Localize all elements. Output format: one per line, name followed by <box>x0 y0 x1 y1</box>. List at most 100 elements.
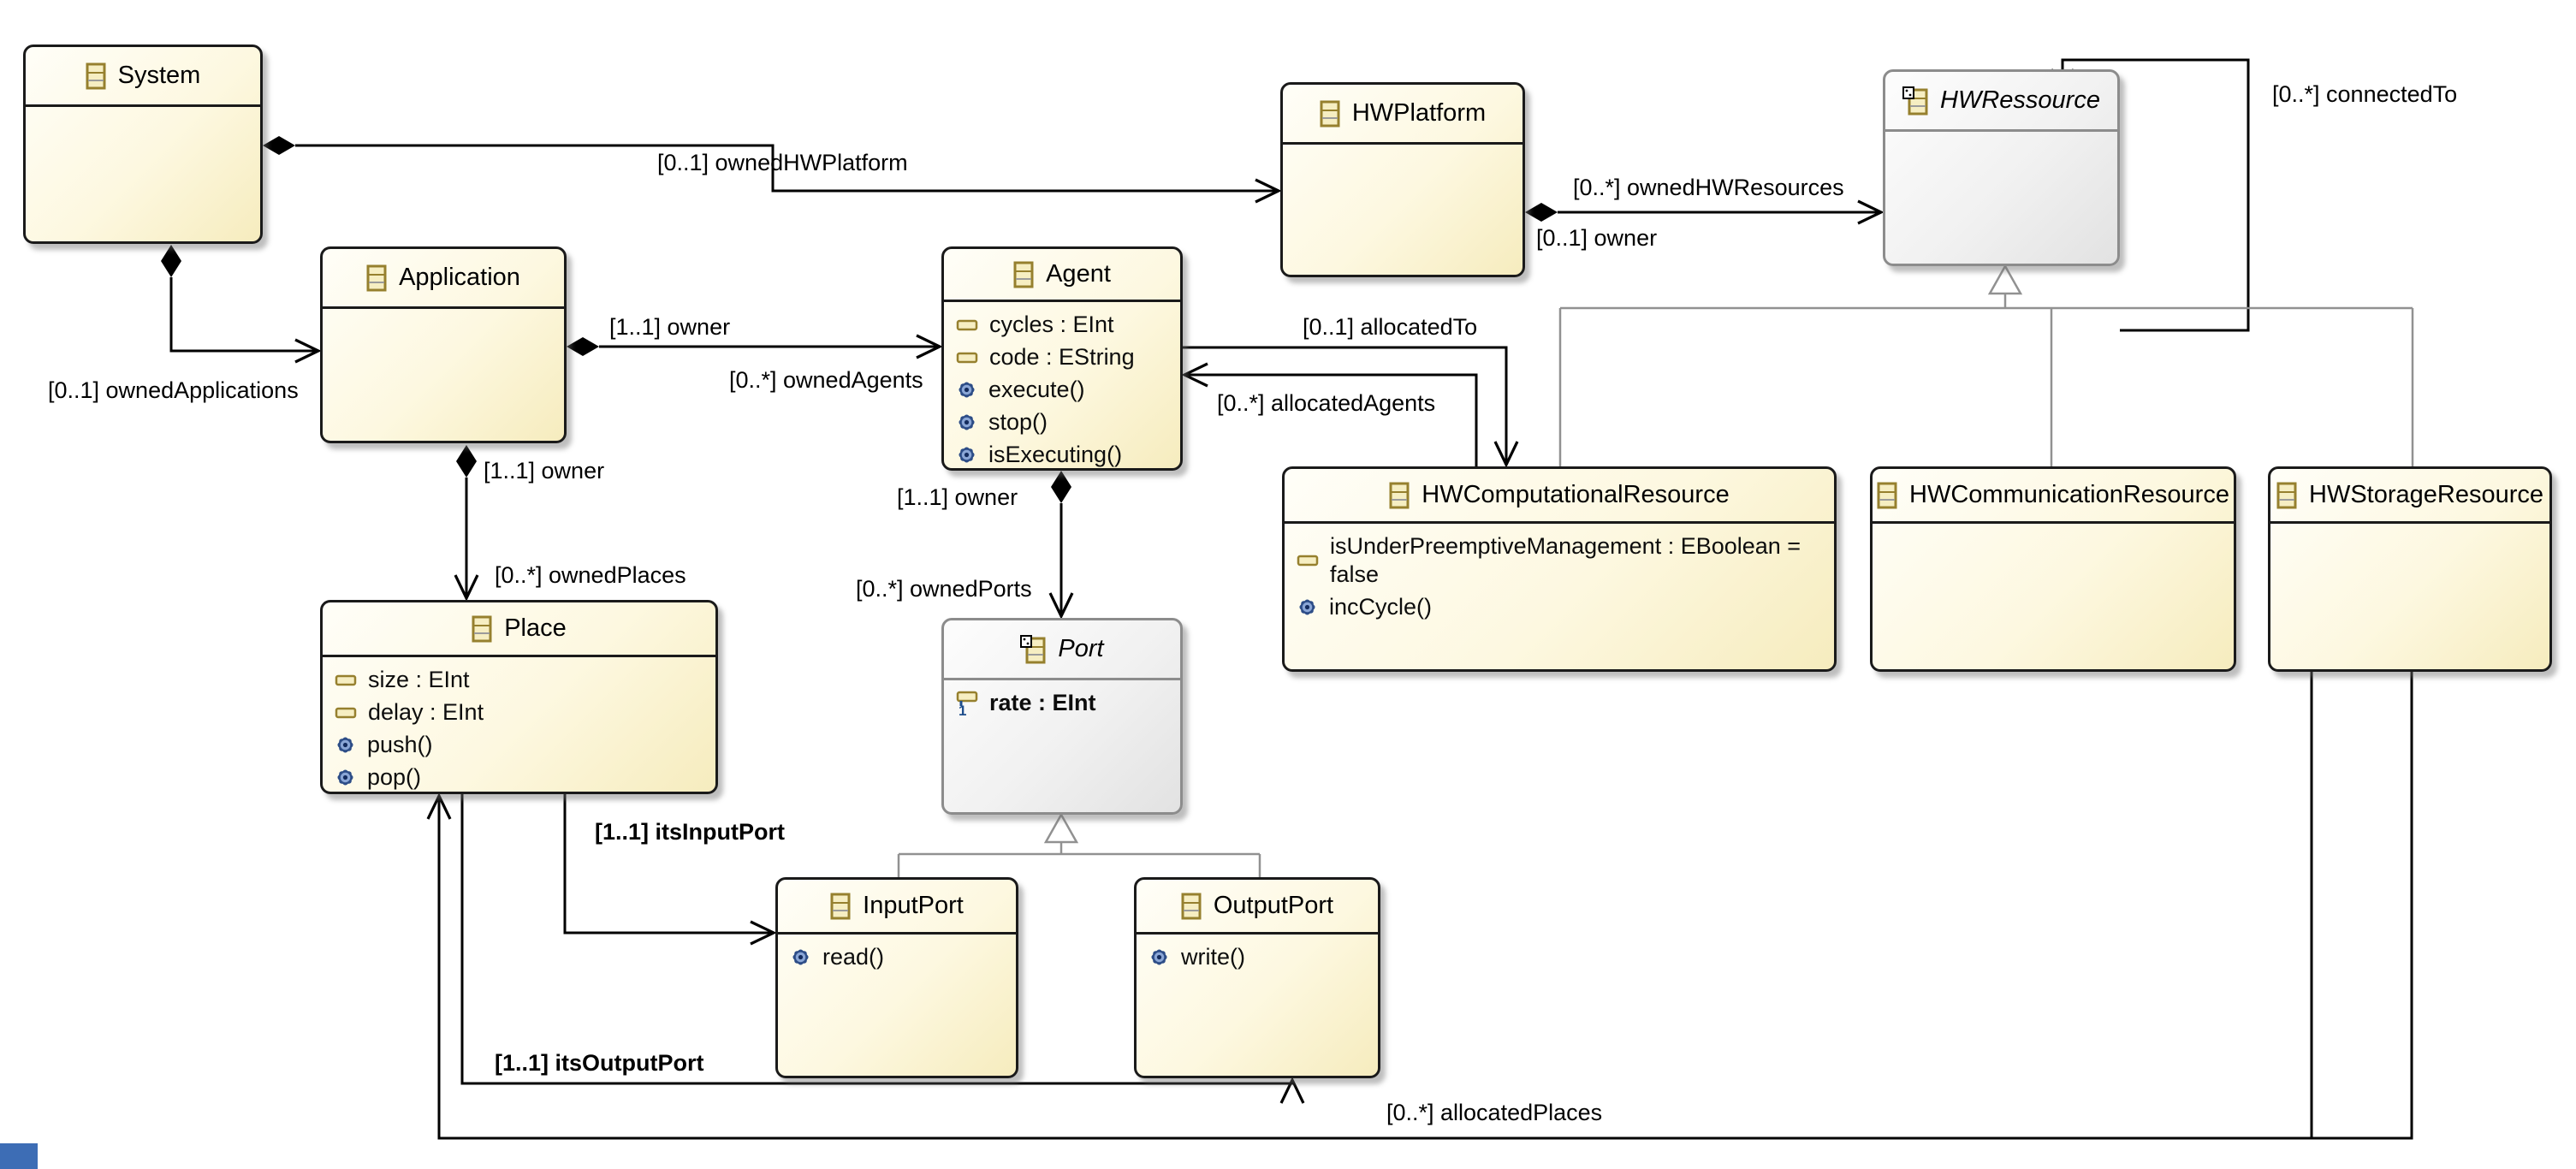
edge-owned-ports[interactable] <box>1048 471 1074 620</box>
operation-row[interactable]: incCycle() <box>1297 593 1825 621</box>
eclass-icon <box>366 264 387 292</box>
operation-row[interactable]: isExecuting() <box>956 441 1172 469</box>
containment-diamond <box>263 136 295 155</box>
operation-text: write() <box>1181 944 1245 970</box>
class-port[interactable]: Port 1 rate : EInt <box>941 618 1183 815</box>
class-header: HWCommunicationResource <box>1873 469 2234 524</box>
class-place[interactable]: Place size : EInt delay : EInt push() po… <box>320 600 718 794</box>
attribute-text: delay : EInt <box>368 699 484 725</box>
operation-row[interactable]: write() <box>1149 943 1369 971</box>
edge-label-owner-application[interactable]: [1..1] owner <box>609 314 731 340</box>
class-header: HWStorageResource <box>2270 469 2549 524</box>
edge-label-allocated-agents[interactable]: [0..*] allocatedAgents <box>1217 390 1436 416</box>
class-header: OutputPort <box>1137 880 1378 935</box>
edge-label-owned-ports[interactable]: [0..*] ownedPorts <box>856 576 1032 602</box>
operation-gear-icon <box>956 379 977 401</box>
operation-row[interactable]: execute() <box>956 376 1172 404</box>
attribute-row[interactable]: isUnderPreemptiveManagement : EBoolean =… <box>1297 532 1825 589</box>
edge-allocated-agents[interactable] <box>1181 362 1478 466</box>
edge-label-allocated-places[interactable]: [0..*] allocatedPlaces <box>1386 1100 1603 1125</box>
class-body: size : EInt delay : EInt push() pop() <box>323 657 715 797</box>
edge-label-owner-place[interactable]: [1..1] owner <box>484 458 605 484</box>
edge-label-owned-places[interactable]: [0..*] ownedPlaces <box>495 562 686 588</box>
class-application[interactable]: Application <box>320 246 567 443</box>
edge-label-its-output-port[interactable]: [1..1] itsOutputPort <box>495 1050 704 1076</box>
class-header: HWComputationalResource <box>1285 469 1834 524</box>
class-hwcommunicationresource[interactable]: HWCommunicationResource <box>1870 466 2236 672</box>
class-name: HWComputationalResource <box>1422 481 1730 508</box>
class-hwstorageresource[interactable]: HWStorageResource <box>2268 466 2552 672</box>
generalization-port[interactable] <box>897 812 1261 877</box>
edge-its-output-port[interactable] <box>460 794 1305 1104</box>
abstract-eclass-icon <box>1902 86 1928 116</box>
edge-label-owner-port[interactable]: [1..1] owner <box>897 484 1018 510</box>
operation-row[interactable]: push() <box>335 731 707 759</box>
eclass-icon <box>1320 100 1340 128</box>
class-name: OutputPort <box>1213 892 1334 919</box>
attribute-row[interactable]: 1 rate : EInt <box>956 689 1172 717</box>
class-agent[interactable]: Agent cycles : EInt code : EString execu… <box>941 246 1183 471</box>
class-body <box>1283 145 1522 275</box>
edge-label-owned-hwplatform[interactable]: [0..1] ownedHWPlatform <box>657 150 908 175</box>
class-name: Agent <box>1046 260 1111 288</box>
operation-row[interactable]: read() <box>790 943 1007 971</box>
attribute-row[interactable]: code : EString <box>956 343 1172 371</box>
class-system[interactable]: System <box>23 45 263 244</box>
class-body: 1 rate : EInt <box>944 680 1180 812</box>
class-body: read() <box>778 935 1016 1076</box>
required-attribute-icon: 1 <box>956 691 978 716</box>
edge-owned-places[interactable] <box>454 445 479 602</box>
operation-text: stop() <box>988 409 1048 435</box>
operation-gear-icon <box>956 412 977 433</box>
operation-gear-icon <box>1297 596 1318 618</box>
class-body: isUnderPreemptiveManagement : EBoolean =… <box>1285 524 1834 669</box>
operation-row[interactable]: pop() <box>335 763 707 792</box>
operation-text: pop() <box>367 764 422 790</box>
operation-row[interactable]: stop() <box>956 408 1172 436</box>
class-hwplatform[interactable]: HWPlatform <box>1280 82 1525 277</box>
edge-label-owned-applications[interactable]: [0..1] ownedApplications <box>48 377 299 403</box>
edge-label-owned-hwresources[interactable]: [0..*] ownedHWResources <box>1573 175 1844 200</box>
attribute-icon <box>1297 554 1319 567</box>
edge-owned-hwresources[interactable] <box>1525 199 1885 225</box>
edge-allocated-places[interactable] <box>426 672 2413 1140</box>
class-name: Application <box>399 264 520 291</box>
eclass-icon <box>1389 482 1410 509</box>
class-name: HWCommunicationResource <box>1909 481 2229 508</box>
screen-corner-fragment <box>0 1143 38 1169</box>
attribute-icon <box>956 351 978 365</box>
edge-owned-hwplatform[interactable] <box>263 136 1282 204</box>
attribute-row[interactable]: size : EInt <box>335 666 707 694</box>
attribute-row[interactable]: cycles : EInt <box>956 311 1172 339</box>
attribute-text: code : EString <box>989 344 1135 370</box>
edge-label-allocated-to[interactable]: [0..1] allocatedTo <box>1303 314 1478 340</box>
class-inputport[interactable]: InputPort read() <box>775 877 1018 1078</box>
class-outputport[interactable]: OutputPort write() <box>1134 877 1380 1078</box>
class-header: HWPlatform <box>1283 85 1522 145</box>
edge-label-owner-hwressource[interactable]: [0..1] owner <box>1536 225 1658 251</box>
class-body: cycles : EInt code : EString execute() s… <box>944 302 1180 474</box>
edge-its-input-port[interactable] <box>563 794 777 946</box>
edge-label-connected-to[interactable]: [0..*] connectedTo <box>2272 81 2458 107</box>
operation-text: read() <box>822 944 885 970</box>
operation-text: execute() <box>988 377 1085 402</box>
edge-label-its-input-port[interactable]: [1..1] itsInputPort <box>595 819 785 845</box>
class-name: HWRessource <box>1940 86 2100 114</box>
containment-diamond <box>161 245 181 277</box>
attribute-row[interactable]: delay : EInt <box>335 698 707 727</box>
eclass-icon <box>472 615 492 643</box>
edge-label-owned-agents[interactable]: [0..*] ownedAgents <box>729 367 923 393</box>
attribute-text: isUnderPreemptiveManagement : EBoolean =… <box>1330 533 1801 587</box>
class-hwcomputationalresource[interactable]: HWComputationalResource isUnderPreemptiv… <box>1282 466 1837 672</box>
edge-allocated-to[interactable] <box>1183 346 1519 468</box>
class-header: System <box>26 47 260 107</box>
edge-owned-agents[interactable] <box>567 334 943 359</box>
operation-text: push() <box>367 732 433 757</box>
generalization-hwressource[interactable] <box>1558 264 2414 466</box>
operation-gear-icon <box>1149 946 1170 968</box>
operation-gear-icon <box>335 734 356 756</box>
edge-owned-applications[interactable] <box>161 245 322 364</box>
class-body <box>1873 524 2234 669</box>
class-hwressource[interactable]: HWRessource <box>1883 69 2120 266</box>
